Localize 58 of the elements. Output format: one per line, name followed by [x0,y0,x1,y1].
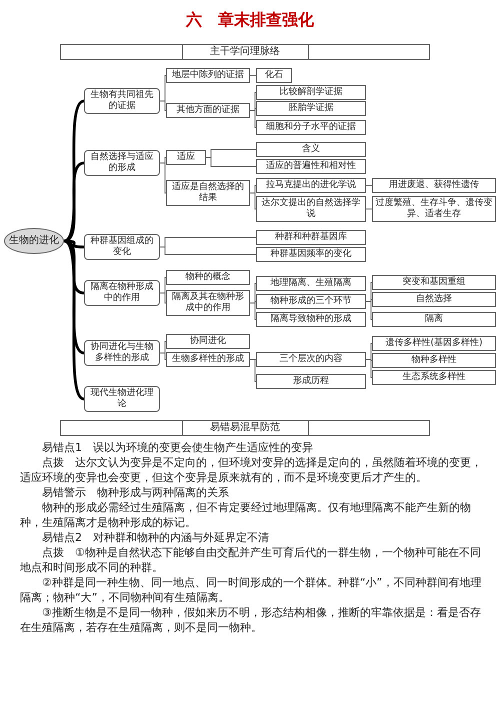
concept-box: 胚胎学证据 [256,101,366,116]
concept-box: 形成历程 [256,374,366,389]
concept-box: 地层中陈列的证据 [166,68,250,83]
concept-box: 其他方面的证据 [166,103,250,118]
connector-line [250,75,256,76]
concept-box: 地理隔离、生殖隔离 [256,276,366,291]
connector-line [206,157,256,167]
concept-box: 物种形成的三个环节 [256,294,366,309]
concept-box: 化石 [256,68,292,83]
page-title: 六 章末排查强化 [186,10,314,29]
topic-ellipse: 生物的进化 [4,228,64,254]
concept-box: 物种的概念 [166,270,250,285]
branch-box: 生物有共同祖先的证据 [84,88,160,114]
concept-box: 隔离及其在物种形成中的作用 [166,290,250,316]
concept-box: 突变和基因重组 [372,275,496,290]
concept-box: 适应是自然选择的结果 [166,180,250,206]
text-paragraph: 易错警示 物种形成与两种隔离的关系 [41,485,230,500]
concept-box: 隔离导致物种的形成 [256,312,366,327]
concept-box: 种群和种群基因库 [256,230,366,245]
concept-box: 过度繁殖、生存斗争、遗传变异、适者生存 [372,196,496,222]
text-paragraph: 易错点2 对种群和物种的内涵与外延界定不清 [41,530,270,545]
section-header-bar: 主干学问理脉络 [60,44,430,60]
text-paragraph: 点拨 ①物种是自然状态下能够自由交配并产生可育后代的一群生物，一个物种可能在不同地点和时间形成不同的种群。 [20,545,482,575]
concept-box: 拉马克提出的进化学说 [256,178,366,193]
concept-box: 生态系统多样性 [372,370,496,385]
concept-box: 协同进化 [166,334,250,349]
concept-box: 种群基因频率的变化 [256,247,366,262]
branch-box: 现代生物进化理论 [84,386,160,412]
text-paragraph: 物种的形成必需经过生殖隔离，但不肯定要经过地理隔离。仅有地理隔离不能产生新的物种，生殖隔离才是物种形成的标记。 [20,500,472,530]
branch-box: 种群基因组成的变化 [84,234,160,260]
concept-box: 三个层次的内容 [256,352,366,367]
concept-box: 适应 [166,150,206,165]
concept-box: 细胞和分子水平的证据 [256,120,366,135]
text-paragraph: ③推断生物是不是同一物种，假如来历不明，形态结构相像，推断的牢靠依据是：看是否存在生殖隔离，若存在生殖隔离，则不是同一物种。 [20,605,482,635]
branch-box: 协同进化与生物多样性的形成 [84,340,160,366]
text-paragraph: ②种群是同一种生物、同一地点、同一时间形成的一个群体。种群“小”，不同种群间有地理隔离；物种“大”，不同物种间有生殖隔离。 [20,575,482,605]
concept-box: 遗传多样性(基因多样性) [372,336,496,351]
connector-line [64,162,84,242]
concept-box: 适应的普遍性和相对性 [256,159,366,174]
connector-line [366,185,372,186]
connector-line [63,100,85,242]
connector-line [63,240,85,400]
connector-line [160,246,256,255]
branch-box: 隔离在物种形成中的作用 [84,280,160,306]
concept-box: 隔离 [372,312,496,327]
text-paragraph: 易错点1 误以为环境的变更会使生物产生适应性的变异 [41,440,314,455]
text-paragraph: 点拨 达尔文认为变异是不定向的，但环境对变异的选择是定向的，虽然随着环境的变更，适应环境的变异也会变更，但这个变异是原来就有的，而不是环境变更后才产生的。 [20,455,482,485]
concept-box: 用进废退、获得性遗传 [372,178,496,193]
concept-box: 生物多样性的形成 [166,352,250,367]
connector-line [250,359,256,382]
connector-line [366,208,372,210]
section-header-bar: 易错易混早防范 [60,420,430,436]
concept-box: 物种多样性 [372,353,496,368]
concept-box: 自然选择 [372,292,496,307]
concept-box: 含义 [256,142,366,157]
branch-box: 自然选择与适应的形成 [84,150,160,176]
concept-box: 达尔文提出的自然选择学说 [256,196,366,222]
concept-box: 比较解剖学证据 [256,85,366,100]
